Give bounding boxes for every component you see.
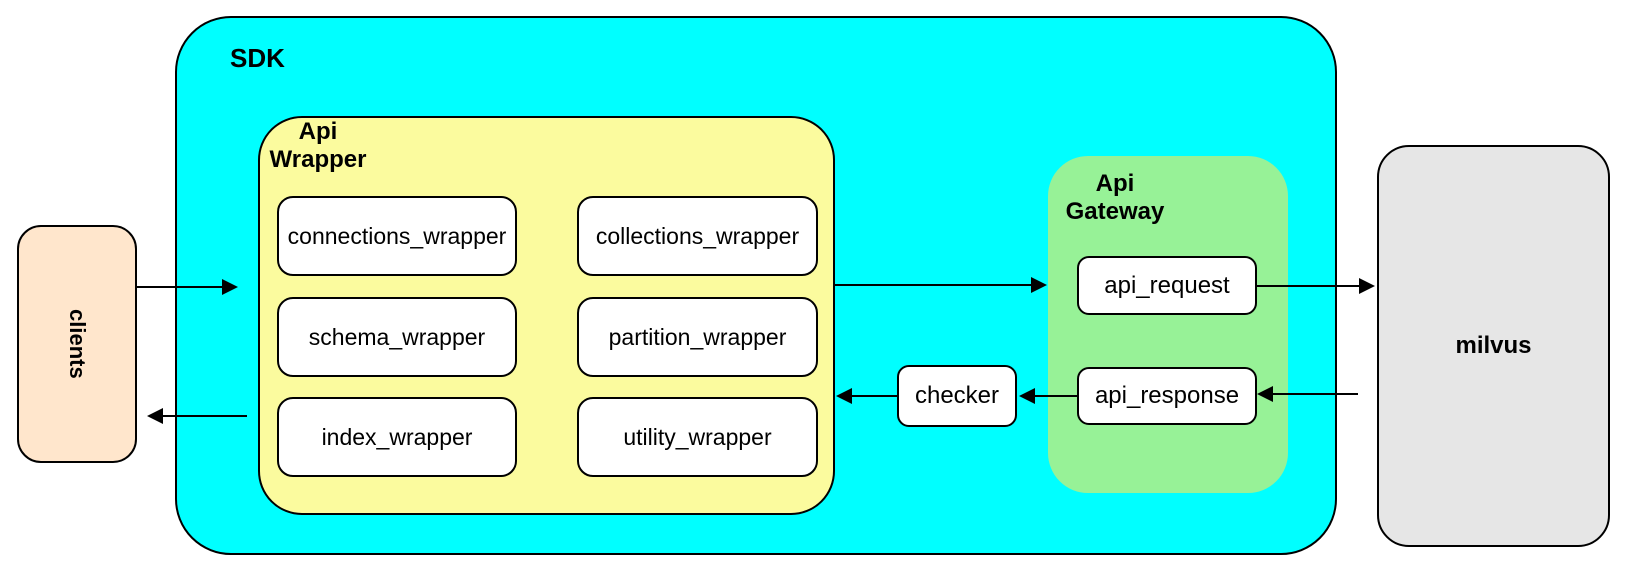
arrowhead-left-icon (836, 388, 852, 404)
arrowhead-left-icon (1257, 386, 1273, 402)
wrapper-box-partition-label: partition_wrapper (608, 323, 787, 350)
wrapper-box-utility-label: utility_wrapper (623, 423, 772, 450)
arrow-shaft (1257, 285, 1362, 287)
api-gateway-title-line2: Gateway (1065, 198, 1165, 225)
arrow-response-to-checker (1019, 388, 1077, 404)
api-wrapper-title: Api Wrapper (268, 118, 368, 174)
checker-box: checker (897, 365, 1017, 427)
arrow-request-to-milvus (1257, 278, 1375, 294)
api-request-box: api_request (1077, 256, 1257, 315)
arrowhead-right-icon (222, 279, 238, 295)
clients-label: clients (65, 309, 90, 379)
arrow-shaft (137, 286, 225, 288)
wrapper-box-connections: connections_wrapper (277, 196, 517, 276)
api-wrapper-title-line2: Wrapper (269, 146, 367, 173)
arrow-sdk-to-clients (147, 408, 247, 424)
wrapper-box-utility: utility_wrapper (577, 397, 818, 477)
arrowhead-right-icon (1031, 277, 1047, 293)
arrow-shaft (835, 284, 1034, 286)
api-gateway-title-line1: Api (1095, 170, 1135, 197)
wrapper-box-partition: partition_wrapper (577, 297, 818, 377)
arrow-shaft (160, 415, 247, 417)
arrowhead-left-icon (147, 408, 163, 424)
api-gateway-container (1048, 156, 1288, 493)
arrow-shaft (1270, 393, 1358, 395)
sdk-title: SDK (230, 43, 285, 73)
api-response-box: api_response (1077, 367, 1257, 425)
wrapper-box-index: index_wrapper (277, 397, 517, 477)
wrapper-box-connections-label: connections_wrapper (287, 222, 507, 249)
api-response-label: api_response (1094, 382, 1240, 409)
clients-box: clients (17, 225, 137, 463)
wrapper-box-schema-label: schema_wrapper (308, 323, 486, 350)
milvus-label: milvus (1455, 332, 1532, 359)
checker-label: checker (914, 382, 1000, 409)
wrapper-box-index-label: index_wrapper (321, 423, 473, 450)
wrapper-box-collections-label: collections_wrapper (595, 222, 800, 249)
milvus-box: milvus (1377, 145, 1610, 547)
arrow-shaft (1032, 395, 1077, 397)
wrapper-box-collections: collections_wrapper (577, 196, 818, 276)
arrow-wrapper-to-gateway (835, 277, 1047, 293)
arrow-shaft (849, 395, 897, 397)
arrowhead-right-icon (1359, 278, 1375, 294)
wrapper-box-schema: schema_wrapper (277, 297, 517, 377)
api-wrapper-title-line1: Api (298, 118, 338, 145)
arrow-checker-to-wrapper (836, 388, 897, 404)
arrow-milvus-to-response (1257, 386, 1358, 402)
arrowhead-left-icon (1019, 388, 1035, 404)
api-gateway-title: Api Gateway (1055, 170, 1175, 226)
arrow-clients-to-sdk (137, 279, 238, 295)
api-request-label: api_request (1104, 271, 1230, 299)
